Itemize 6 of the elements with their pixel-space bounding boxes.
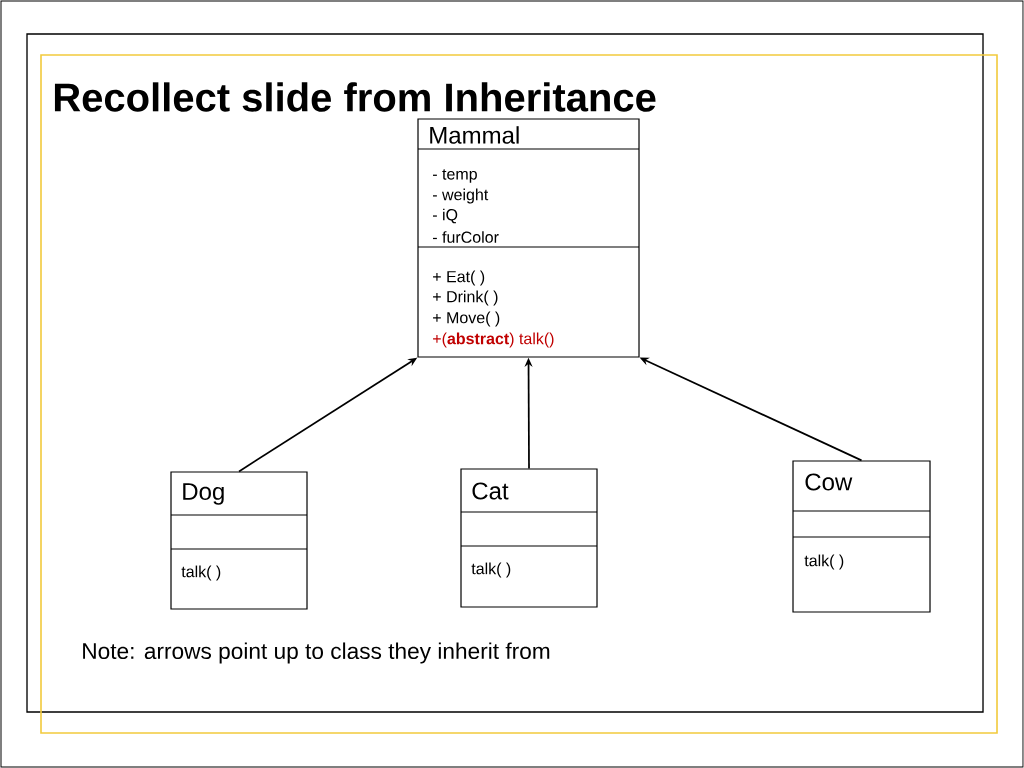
class-box: Mammal - temp - weight - iQ - furColor + Eat( ) + Drink( ) + Move( ) +(abstract) talk() xyxy=(417,118,640,358)
class-box: Cat talk( ) xyxy=(460,468,598,608)
slide-title: Recollect slide from Inheritance xyxy=(54,82,656,112)
class-box: Dog talk( ) xyxy=(170,471,308,610)
note-text: Note: arrows point up to class they inherit from xyxy=(83,642,550,664)
class-box: Cow talk( ) xyxy=(792,460,931,613)
